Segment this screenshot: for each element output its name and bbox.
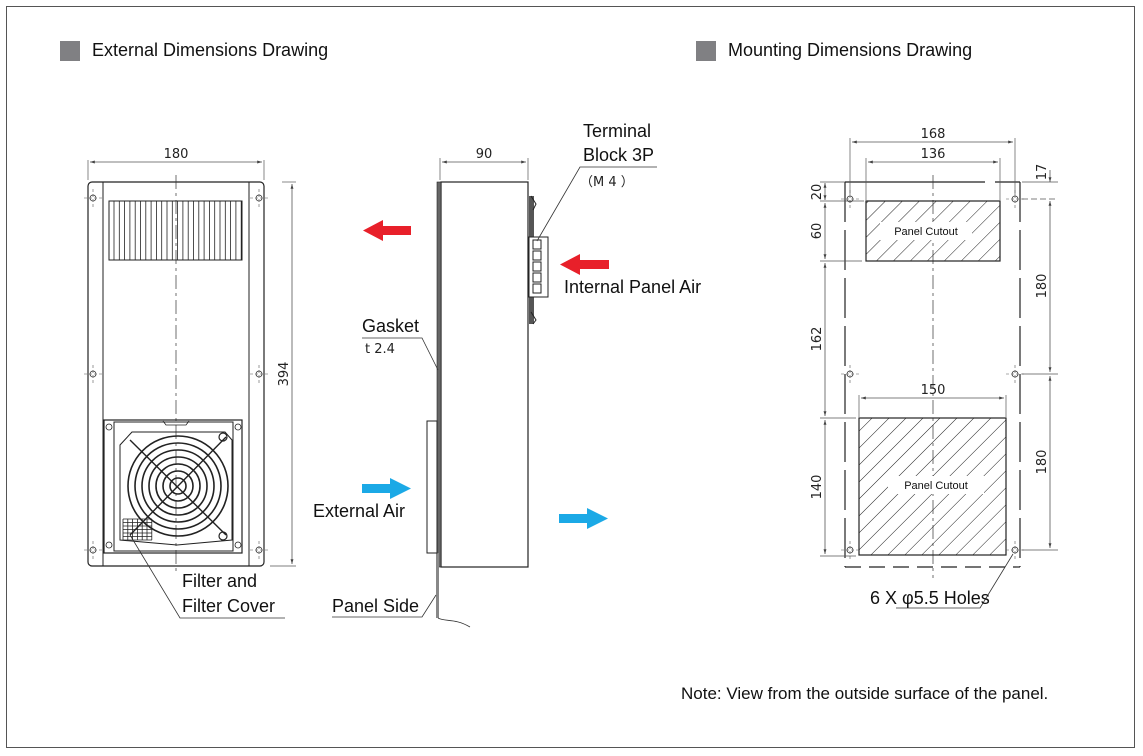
fan-ring [148,456,208,516]
fan-ring [162,470,194,502]
hot-air-out-arrow [363,220,411,241]
gasket-callout-leader [362,337,439,371]
external-air-label: External Air [313,501,405,521]
terminal-cell [532,272,542,283]
hot-air-in-arrow [560,254,609,275]
terminal-cell [532,250,542,261]
title-square-icon [60,40,80,61]
dim-136-label: 136 [921,147,946,162]
terminal-cell [532,283,542,294]
drawing-frame [6,6,1135,748]
fan-ring [141,449,215,523]
gasket [436,181,442,568]
terminal-callout-leader [536,166,657,242]
fan-ring [169,477,187,495]
holes-label: 6 X φ5.5 Holes [870,588,990,608]
terminal-label-2: Block 3P [583,145,654,165]
filter-callout-label-1: Filter and [182,571,257,591]
panel-side-leader [332,594,437,618]
external-section-title: External Dimensions Drawing [60,40,328,61]
gasket-thickness: t 2.4 [365,342,395,357]
dim-168-label: 168 [921,127,946,142]
external-title-text: External Dimensions Drawing [92,40,329,60]
side-view: 90 Terminal Block 3P （M 4 ） Gasket t 2.4… [313,121,701,628]
fan-ring [127,435,229,537]
dim-20-label: 20 [810,184,825,201]
dim-180-upper-label: 180 [1035,274,1050,299]
dim-150-label: 150 [921,383,946,398]
gasket-label: Gasket [362,316,419,336]
panel-side-plate [436,553,439,618]
dim-140-label: 140 [810,475,825,500]
front-view: 180 394 [83,147,296,619]
cool-air-in-arrow [362,478,411,499]
width-dimension-label: 180 [164,147,189,162]
dim-162-label: 162 [810,327,825,352]
depth-dimension-label: 90 [476,147,493,162]
fan-ring [155,463,201,509]
dim-60-label: 60 [810,223,825,240]
note-text: Note: View from the outside surface of t… [681,684,1049,703]
title-square-icon [696,40,716,61]
dim-180-lower-label: 180 [1035,450,1050,475]
mounting-title-text: Mounting Dimensions Drawing [728,40,973,60]
side-body-outline [440,181,529,568]
terminal-label-1: Terminal [583,121,651,141]
mounting-section-title: Mounting Dimensions Drawing [696,40,972,61]
vent-grille [108,200,243,261]
fan-filter-unit [103,419,243,554]
cool-air-out-arrow [559,508,608,529]
terminal-cell [532,239,542,250]
holes-callout-leader [896,553,1014,609]
filter-callout-label-2: Filter Cover [182,596,275,616]
terminal-cell [532,261,542,272]
lower-cutout-label: Panel Cutout [904,480,968,492]
internal-air-label: Internal Panel Air [564,277,701,297]
upper-cutout-label: Panel Cutout [894,226,958,238]
panel-side-label: Panel Side [332,596,419,616]
terminal-block [528,195,549,325]
height-dimension-label: 394 [277,362,292,387]
fan-ring [134,442,222,530]
mounting-view: Panel Cutout Panel Cutout 168 136 150 20 [810,127,1058,609]
dim-17-label: 17 [1035,164,1050,181]
terminal-spec: （M 4 ） [580,175,634,190]
filter-callout-leader [129,534,285,619]
filter-cover-side [426,420,438,554]
